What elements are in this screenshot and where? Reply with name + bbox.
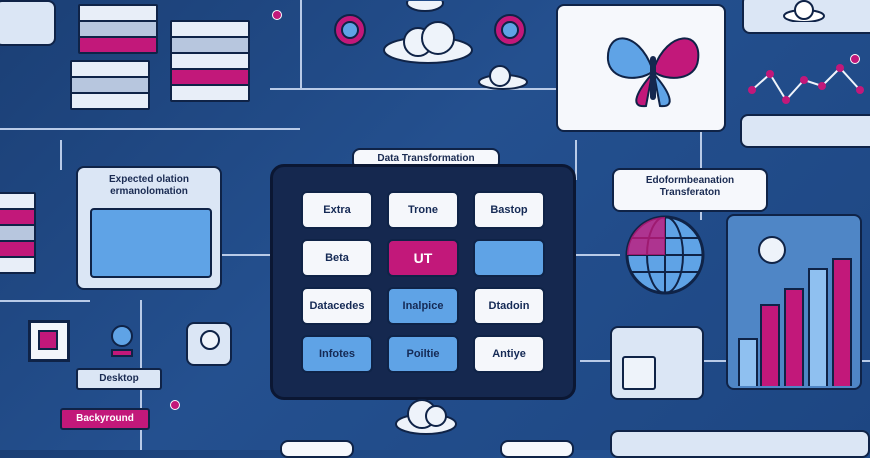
page-title: Data Transformation <box>377 153 475 164</box>
cloud-icon <box>476 62 530 90</box>
user-icon <box>200 330 220 350</box>
cloud-icon <box>392 396 460 436</box>
document-panel <box>610 326 704 400</box>
server-stack-icon <box>0 192 36 282</box>
server-stack-icon <box>70 4 160 114</box>
bottom-box <box>500 440 574 458</box>
right-panel-title: Edoformbeanation Transferaton <box>645 175 735 198</box>
light-bulb-icon <box>758 236 786 264</box>
sparkle-dot <box>272 10 282 20</box>
connector <box>575 140 577 180</box>
connector <box>580 360 870 362</box>
node-dtadoin[interactable]: Dtadoin <box>473 287 545 325</box>
top-right-status-card <box>740 114 870 148</box>
tag-backyround-label: Backyround <box>76 413 134 424</box>
connector <box>570 254 620 256</box>
line-chart-icon <box>748 60 870 110</box>
lamp-icon <box>108 324 138 358</box>
bar-chart-icon <box>736 256 852 386</box>
node-antiye[interactable]: Antiye <box>473 335 545 373</box>
gear-icon <box>490 10 530 50</box>
sparkle-dot <box>170 400 180 410</box>
node-extra[interactable]: Extra <box>301 191 373 229</box>
sparkle-dot <box>850 54 860 64</box>
node-blank[interactable] <box>473 239 545 277</box>
node-trone[interactable]: Trone <box>387 191 459 229</box>
butterfly-icon <box>598 20 708 116</box>
node-inalpice[interactable]: Inalpice <box>387 287 459 325</box>
cloud-icon <box>782 0 826 23</box>
left-info-panel: Expected olation ermanolomation <box>76 166 222 290</box>
node-ut[interactable]: UT <box>387 239 459 277</box>
globe-icon <box>624 214 706 296</box>
left-panel-title: Expected olation ermanolomation <box>108 174 189 197</box>
node-datacedes[interactable]: Datacedes <box>301 287 373 325</box>
frame-icon <box>28 320 70 362</box>
connector <box>0 300 90 302</box>
connector <box>270 88 600 90</box>
right-info-panel: Edoformbeanation Transferaton <box>612 168 768 212</box>
node-bastop[interactable]: Bastop <box>473 191 545 229</box>
top-left-card <box>0 0 56 46</box>
cloud-icon <box>380 18 476 64</box>
node-poiltie[interactable]: Poiltie <box>387 335 459 373</box>
tag-desktop[interactable]: Desktop <box>76 368 162 390</box>
node-infotes[interactable]: Infotes <box>301 335 373 373</box>
node-beta[interactable]: Beta <box>301 239 373 277</box>
connector <box>0 128 300 130</box>
tag-desktop-label: Desktop <box>99 373 139 384</box>
connector <box>300 0 302 90</box>
tag-backyround[interactable]: Backyround <box>60 408 150 430</box>
left-panel-dashboard <box>90 208 212 278</box>
image-icon <box>622 356 656 390</box>
bottom-box <box>280 440 354 458</box>
connector <box>220 254 270 256</box>
connector <box>60 140 62 170</box>
bar-chart-panel <box>726 214 862 390</box>
bottom-right-card <box>610 430 870 458</box>
user-card <box>186 322 232 366</box>
central-transformation-panel: Extra Trone Bastop Beta UT Datacedes Ina… <box>270 164 576 400</box>
server-stack-icon <box>170 20 260 120</box>
gear-icon <box>330 10 370 50</box>
cloud-icon <box>405 0 445 12</box>
butterfly-panel <box>556 4 726 132</box>
